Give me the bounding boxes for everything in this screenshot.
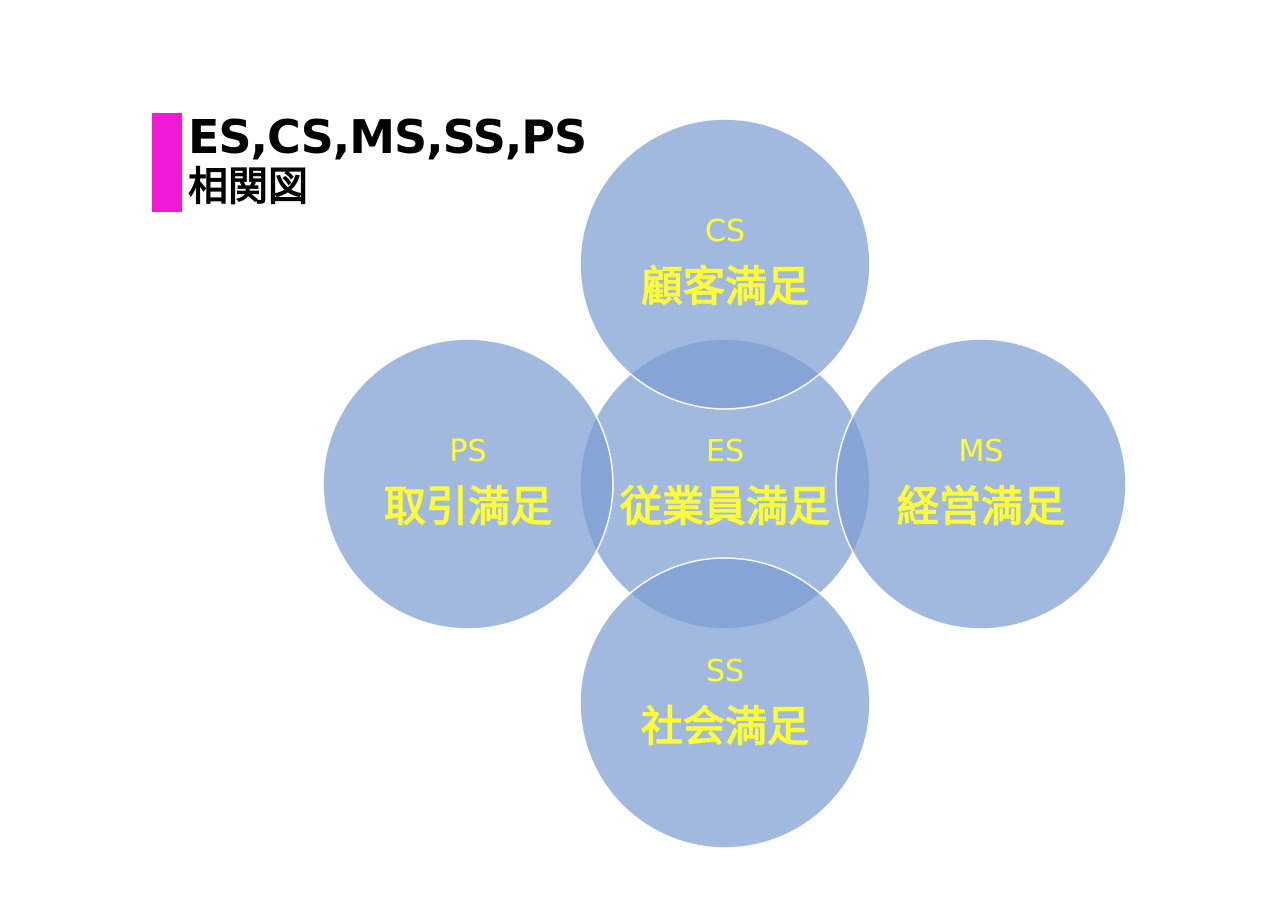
ss-name-label: 社会満足	[641, 702, 809, 751]
cs-abbr-label: CS	[705, 214, 745, 249]
ms-name-label: 経営満足	[897, 482, 1065, 531]
ms-abbr-label: MS	[959, 434, 1004, 469]
circle-ps	[322, 338, 614, 630]
circle-cs	[579, 118, 871, 410]
title-accent-bar	[152, 113, 182, 212]
circle-ss	[579, 557, 871, 849]
title-line-2: 相関図	[188, 164, 308, 210]
es-name-label: 従業員満足	[619, 482, 830, 531]
cs-name-label: 顧客満足	[641, 262, 809, 311]
es-abbr-label: ES	[706, 434, 744, 469]
ps-name-label: 取引満足	[384, 482, 552, 531]
title-line-1: ES,CS,MS,SS,PS	[188, 110, 587, 164]
ss-abbr-label: SS	[706, 654, 744, 689]
ps-abbr-label: PS	[449, 434, 486, 469]
diagram-title: ES,CS,MS,SS,PS 相関図	[188, 110, 587, 210]
circle-ms	[835, 338, 1127, 630]
